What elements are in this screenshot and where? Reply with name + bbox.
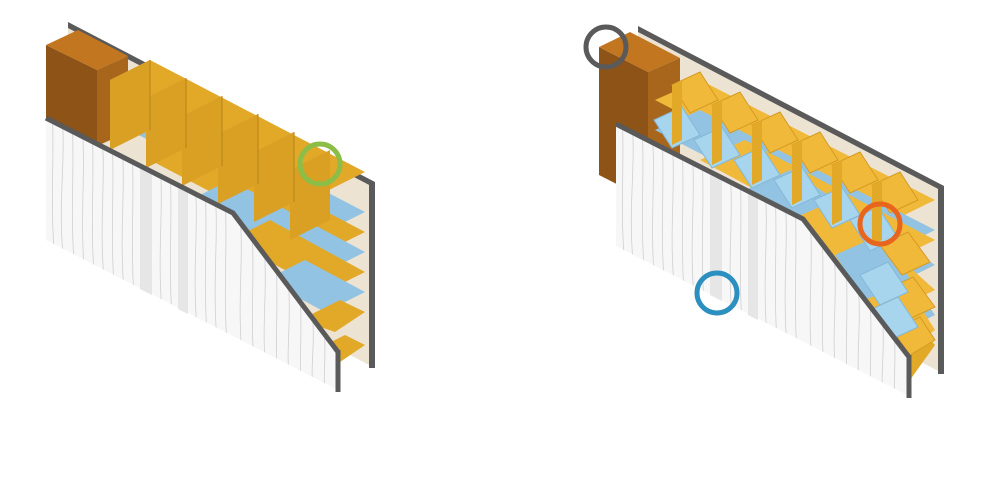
wall-thickness-edge (638, 26, 944, 192)
marker-orange-circle (857, 201, 903, 247)
front-facade (44, 115, 341, 392)
shelf-divider (110, 60, 150, 150)
shelf-divider (182, 96, 222, 186)
marker-green-circle (297, 141, 343, 187)
right-wall-unit (583, 24, 944, 398)
marker-blue-circle (694, 270, 740, 316)
wall-right-edge (369, 182, 375, 368)
marker-gray-circle (583, 24, 629, 70)
wall-right-edge (938, 186, 944, 374)
left-wall-unit (44, 22, 375, 392)
zigzag-shelf-stack (653, 71, 936, 380)
shelf-stack (110, 60, 365, 362)
shelf-divider (254, 132, 294, 222)
shelf (265, 260, 365, 312)
shelf-divider (218, 114, 258, 204)
shelf-divider (146, 78, 186, 168)
